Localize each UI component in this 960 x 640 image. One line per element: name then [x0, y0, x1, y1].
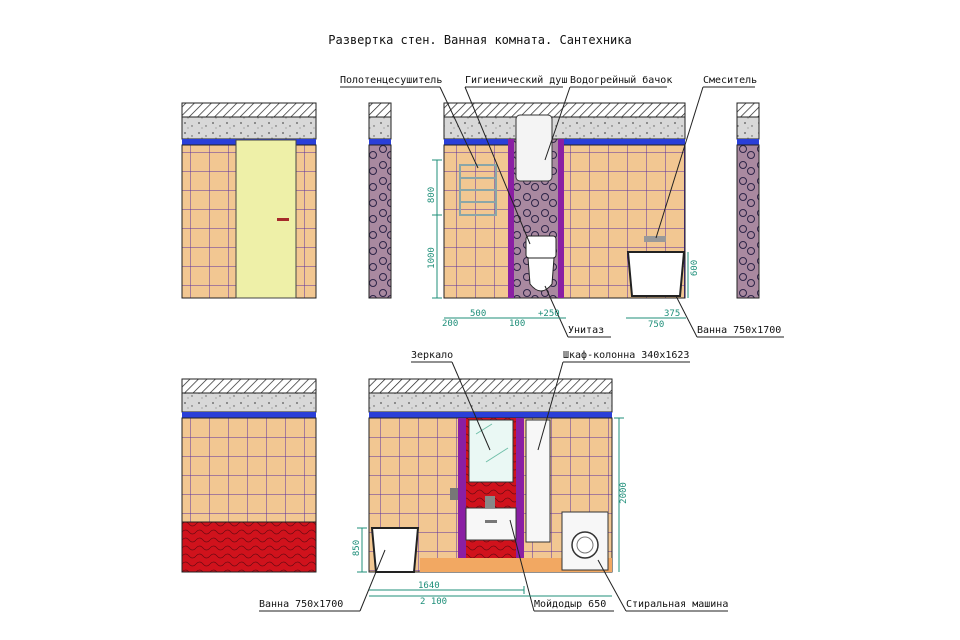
wall-panel-section-left [368, 102, 392, 299]
label-bath-bottom: Ванна 750х1700 [259, 599, 343, 610]
dim-750: 750 [648, 320, 664, 330]
label-toilet: Унитаз [568, 325, 604, 336]
mixer [644, 236, 666, 242]
dim-850: 850 [352, 540, 362, 556]
vanity-sink [465, 496, 517, 541]
dim-1640: 1640 [418, 581, 440, 591]
label-bath-top: Ванна 750х1700 [697, 325, 781, 336]
label-mirror: Зеркало [411, 350, 453, 361]
label-hygienic-shower: Гигиенический душ [465, 74, 567, 86]
water-heater [515, 114, 553, 182]
wall-panel-section-right [736, 102, 760, 299]
dim-200: 200 [442, 319, 458, 329]
label-washer: Стиральная машина [626, 599, 728, 610]
bathtub-top [626, 236, 686, 297]
toilet [525, 235, 557, 292]
wall-panel-plumbing [443, 102, 686, 299]
washing-machine [561, 511, 609, 571]
dim-2000: 2000 [619, 482, 629, 504]
wall-panel-door [181, 102, 317, 299]
page-title: Развертка стен. Ванная комната. Сантехни… [328, 33, 631, 47]
mirror [468, 419, 514, 483]
cabinet-column [525, 419, 551, 543]
top-dimensions [432, 159, 689, 319]
label-cabinet: Шкаф-колонна 340х1623 [563, 349, 689, 361]
dim-500: 500 [470, 309, 486, 319]
dim-1000: 1000 [427, 247, 437, 269]
dim-600: 600 [690, 260, 700, 276]
bottom-dimensions [357, 417, 624, 597]
socket [450, 488, 458, 500]
dim-375: 375 [664, 309, 680, 319]
label-mixer: Смеситель [703, 75, 757, 86]
dim-2100: 2 100 [420, 597, 447, 607]
bathtub-bottom [370, 527, 420, 573]
label-sink: Мойдодыр 650 [534, 598, 606, 610]
door-handle [277, 218, 289, 221]
top-labels: Полотенцесушитель Гигиенический душ Водо… [340, 74, 784, 338]
wall-panel-sink [368, 378, 613, 573]
dim-250: +250 [538, 309, 560, 319]
label-towel-dryer: Полотенцесушитель [340, 75, 442, 86]
dim-800-left: 800 [427, 187, 437, 203]
dim-100: 100 [509, 319, 525, 329]
label-water-heater: Водогрейный бачок [570, 74, 672, 86]
wall-panel-bath [181, 378, 317, 573]
